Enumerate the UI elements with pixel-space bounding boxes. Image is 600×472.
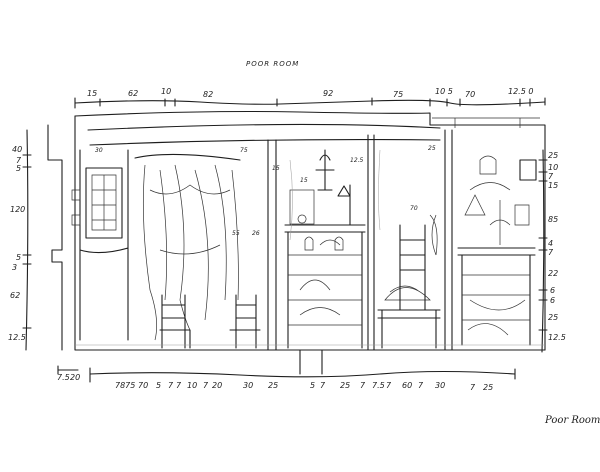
left-dimension-label: 12.5 — [8, 333, 26, 342]
bottom-dimension-label: 7 — [360, 381, 366, 390]
bottom-dimension-label: 70 — [138, 381, 148, 390]
room-outline — [47, 110, 546, 351]
left-dimension-label: 3 — [12, 263, 17, 272]
interior-dimension-label: 55 — [232, 230, 240, 237]
bottom-dimension-label: 10 — [187, 381, 197, 390]
bottom-dimension-label: 25 — [340, 381, 350, 390]
interior-dimension-label: 25 — [428, 145, 436, 152]
bottom-dimension-line — [57, 349, 516, 383]
bottom-dimension-label: 5 — [310, 381, 315, 390]
bottom-dimension-label: 7 — [176, 381, 182, 390]
bottom-dimension-label: 25 — [268, 381, 278, 390]
right-dimension-label: 10 — [548, 163, 558, 172]
artist-signature: Poor Room — [544, 415, 600, 426]
top-dimension-label: 62 — [128, 89, 138, 98]
right-dimension-label: 6 — [550, 296, 555, 305]
table-right — [377, 214, 441, 349]
chair-middle — [229, 294, 261, 349]
right-dimension-label: 85 — [548, 215, 558, 224]
bottom-dimension-label: 30 — [435, 381, 445, 390]
left-dimension-line — [22, 129, 32, 351]
interior-dimension-label: 15 — [300, 177, 308, 184]
shelf-unit-right — [457, 155, 537, 346]
left-dimension-label: 5 — [16, 253, 21, 262]
top-dimension-line — [74, 97, 546, 109]
right-dimension-label: 7 — [548, 248, 554, 257]
bottom-dimension-label: 7 — [168, 381, 174, 390]
bottom-dimension-label: 5 — [156, 381, 161, 390]
sketch-title: POOR ROOM — [246, 60, 299, 68]
left-dimension-label: 120 — [10, 205, 25, 214]
top-dimension-label: 70 — [465, 90, 475, 99]
left-dimension-label: 62 — [10, 291, 20, 300]
interior-dimension-label: 70 — [410, 205, 418, 212]
top-dimension-label: 10 5 — [435, 87, 453, 96]
bottom-dimension-label: 7 — [203, 381, 209, 390]
bottom-dimension-label: 7 — [320, 381, 326, 390]
right-dimension-label: 12.5 — [548, 333, 566, 342]
bottom-dimension-label: 7.5 — [57, 373, 70, 382]
right-dimension-label: 15 — [548, 181, 558, 190]
left-dimension-label: 5 — [16, 164, 21, 173]
top-dimension-label: 82 — [203, 90, 213, 99]
bottom-dimension-label: 60 — [402, 381, 412, 390]
bottom-dimension-label: 7875 — [115, 381, 135, 390]
top-dimension-label: 75 — [393, 90, 403, 99]
right-dimension-label: 4 — [548, 239, 553, 248]
bottom-dimension-label: 7 — [418, 381, 424, 390]
right-dimension-line — [538, 149, 548, 353]
bottom-dimension-label: 7.5 — [372, 381, 385, 390]
left-dimension-label: 40 — [12, 145, 22, 154]
right-dimension-label: 25 — [548, 151, 558, 160]
bottom-dimension-label: 7 — [470, 383, 476, 392]
interior-dimension-label: 30 — [95, 147, 103, 154]
interior-dimension-label: 26 — [252, 230, 260, 237]
dresser-center — [284, 149, 366, 349]
cupboard-left — [71, 149, 129, 341]
chair-left — [159, 294, 191, 349]
bottom-dimension-label: 20 — [70, 373, 80, 382]
bottom-dimension-label: 20 — [212, 381, 222, 390]
right-dimension-label: 22 — [548, 269, 558, 278]
bottom-dimension-label: 7 — [386, 381, 392, 390]
interior-dimension-label: 75 — [240, 147, 248, 154]
right-dimension-label: 6 — [550, 286, 555, 295]
floor-line — [75, 149, 545, 346]
right-dimension-label: 25 — [548, 313, 558, 322]
top-dimension-label: 15 — [87, 89, 97, 98]
top-dimension-label: 12.5 0 — [508, 87, 533, 96]
top-dimension-label: 92 — [323, 89, 333, 98]
bottom-dimension-label: 25 — [483, 383, 493, 392]
top-dimension-label: 10 — [161, 87, 171, 96]
posts — [267, 129, 453, 351]
right-dimension-label: 7 — [548, 172, 554, 181]
left-dimension-label: 7 — [16, 156, 22, 165]
bottom-dimension-label: 30 — [243, 381, 253, 390]
hanging-clothes — [134, 153, 241, 341]
interior-dimension-label: 12.5 — [350, 157, 364, 164]
